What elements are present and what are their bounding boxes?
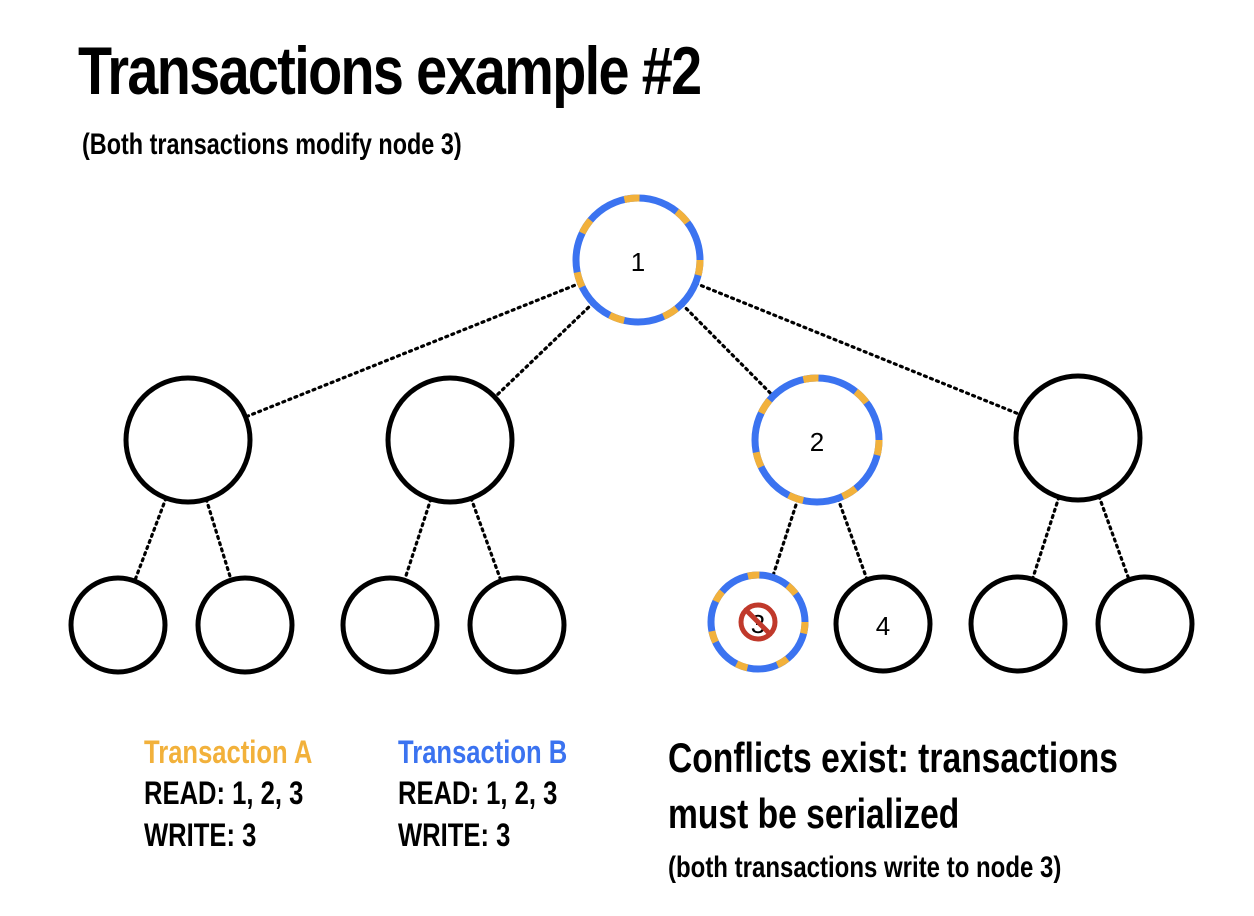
tree-edge <box>469 496 503 583</box>
node-label: 2 <box>810 427 824 457</box>
transaction-a-read: READ: 1, 2, 3 <box>144 775 304 811</box>
node-circle <box>385 375 515 505</box>
node-label: 4 <box>876 611 890 641</box>
transaction-a-ring <box>707 571 809 673</box>
tree-edge <box>836 496 869 582</box>
conclusion: Conflicts exist: transactions must be se… <box>668 730 1118 890</box>
tree-edge <box>680 302 775 398</box>
transaction-b-legend: Transaction B READ: 1, 2, 3 WRITE: 3 <box>398 732 567 856</box>
node-label: 1 <box>631 247 645 277</box>
tree-edges <box>133 281 1131 583</box>
tree-node-level2 <box>195 575 295 675</box>
tree-node-level1: 2 <box>751 374 883 506</box>
tree-node-level2 <box>1095 574 1195 674</box>
transaction-a-ring <box>572 194 704 326</box>
transaction-b-write: WRITE: 3 <box>398 817 511 853</box>
tree-nodes: 1 2 3 4 <box>68 194 1195 675</box>
node-circle <box>833 574 933 674</box>
tree-node-level2 <box>467 575 567 675</box>
tree-node-level2 <box>68 575 168 675</box>
transaction-b-read: READ: 1, 2, 3 <box>398 775 558 811</box>
node-circle <box>195 575 295 675</box>
node-circle <box>1013 373 1143 503</box>
tree-node-level2 <box>340 575 440 675</box>
tree-node-level2 <box>968 574 1068 674</box>
conclusion-line-2: must be serialized <box>668 790 960 837</box>
node-circle <box>340 575 440 675</box>
tree-edge <box>1097 494 1131 582</box>
tree-node-level2: 3 <box>707 571 809 673</box>
conclusion-line-1: Conflicts exist: transactions <box>668 734 1118 781</box>
node-circle <box>467 575 567 675</box>
tree-edge <box>243 281 583 419</box>
transaction-a-write: WRITE: 3 <box>144 817 257 853</box>
node-circle <box>1095 574 1195 674</box>
tree-edge <box>693 281 1023 417</box>
forbidden-icon <box>738 602 778 642</box>
tree-edge <box>770 497 800 579</box>
tree-edge <box>133 496 168 583</box>
page-title: Transactions example #2 <box>78 33 702 109</box>
tree-edge <box>493 301 595 399</box>
tree-node-level1 <box>123 375 253 505</box>
tree-edge <box>204 497 233 582</box>
node-circle <box>968 574 1068 674</box>
node-circle <box>123 375 253 505</box>
transaction-a-legend: Transaction A READ: 1, 2, 3 WRITE: 3 <box>144 732 312 856</box>
tree-node-level1 <box>385 375 515 505</box>
tree-edge <box>402 497 433 582</box>
node-circle <box>68 575 168 675</box>
transaction-b-name: Transaction B <box>398 734 568 770</box>
transaction-a-name: Transaction A <box>144 734 313 770</box>
tree-node-level2: 4 <box>833 574 933 674</box>
transaction-a-ring <box>751 374 883 506</box>
tree-edge <box>1030 495 1061 581</box>
page-subtitle: (Both transactions modify node 3) <box>82 128 462 161</box>
conclusion-note: (both transactions write to node 3) <box>668 851 1062 884</box>
tree-node-level1 <box>1013 373 1143 503</box>
tree-node-root: 1 <box>572 194 704 326</box>
